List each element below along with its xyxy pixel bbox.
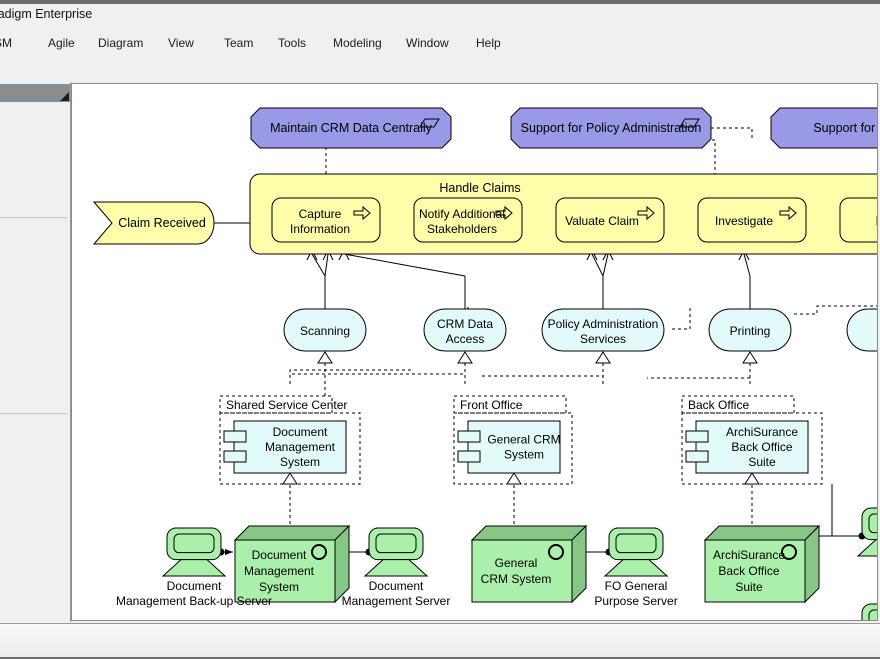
component-label: System (504, 448, 544, 462)
serving-connector (587, 250, 603, 309)
menu-item-agile[interactable]: Agile (48, 36, 75, 50)
serving-connector (603, 250, 613, 309)
node-label: ArchiSurance (713, 548, 785, 562)
business-process-2[interactable]: Valuate Claim (556, 198, 664, 242)
requirement-2[interactable]: Support for Financial (771, 108, 878, 148)
menu-item-team[interactable]: Team (224, 36, 253, 50)
process-container-label: Handle Claims (439, 181, 520, 195)
requirement-label: Support for Policy Administration (521, 121, 702, 135)
service-label: Printing (730, 324, 771, 338)
menu-item-sm[interactable]: SM (0, 36, 12, 50)
status-bar (0, 623, 880, 659)
grouping-label: Back Office (688, 398, 749, 412)
app-title: l Paradigm Enterprise (0, 7, 272, 27)
node-label: Document (252, 548, 307, 562)
process-label: Investigate (715, 214, 773, 228)
node-label: Back Office (718, 564, 779, 578)
menu-item-help[interactable]: Help (476, 36, 501, 50)
left-dock-panel (0, 82, 71, 622)
component-label: ArchiSurance (726, 425, 798, 439)
business-process-3[interactable]: Investigate (698, 198, 806, 242)
process-label: Capture (299, 207, 342, 221)
realization-connector (458, 352, 472, 384)
component-label: Back Office (731, 440, 792, 454)
node-label: Management (244, 564, 315, 578)
device-label: Management Back-up Server (116, 594, 272, 608)
grouping-label: Shared Service Center (226, 398, 347, 412)
dock-separator (0, 413, 67, 414)
device-label: Purpose Server (594, 594, 677, 608)
component-label: Suite (748, 455, 776, 469)
application-service-3[interactable]: Printing (709, 309, 791, 351)
device-label: Management Server (342, 594, 451, 608)
component-label: System (280, 455, 320, 469)
service-label: Services (580, 332, 626, 346)
business-event[interactable]: Claim Received (94, 202, 214, 244)
node-label: Suite (735, 580, 763, 594)
process-label: Notify Additional (419, 207, 505, 221)
component-label: Management (265, 440, 336, 454)
window-titlebar (0, 0, 880, 4)
process-label: Pay (876, 214, 878, 228)
technology-device-4[interactable]: ArchiSuranSer (858, 604, 878, 621)
node-label: General (495, 556, 538, 570)
process-label: Valuate Claim (565, 214, 639, 228)
requirement-label: Maintain CRM Data Centrally (270, 121, 433, 135)
component-label: Document (273, 425, 328, 439)
device-label: FO General (605, 579, 668, 593)
realization-connector (596, 352, 610, 384)
menu-item-diagram[interactable]: Diagram (98, 36, 143, 50)
realization-connector (743, 352, 757, 384)
menu-item-modeling[interactable]: Modeling (333, 36, 382, 50)
menu-item-tools[interactable]: Tools (278, 36, 306, 50)
service-label: Policy Administration (548, 317, 659, 331)
serving-connector (339, 250, 465, 309)
device-label: Document (167, 579, 222, 593)
component-label: General CRM (487, 433, 560, 447)
application-service-0[interactable]: Scanning (284, 309, 366, 351)
requirement-label: Support for Financial (813, 121, 878, 135)
requirement-1[interactable]: Support for Policy Administration (511, 108, 711, 148)
service-label: Scanning (300, 324, 350, 338)
diagram-canvas[interactable]: Maintain CRM Data Centrally Support for P… (71, 83, 878, 621)
device-label: Document (369, 579, 424, 593)
dock-panel-header[interactable] (0, 84, 70, 102)
menu-bar: SM Agile Diagram View Team Tools Modeling Windo… (0, 30, 880, 59)
node-label: System (259, 580, 299, 594)
serving-connector (307, 250, 325, 309)
technology-device-3[interactable]: AUSe (858, 508, 878, 588)
process-label: Information (290, 222, 350, 236)
toolbar (0, 58, 880, 82)
service-label: Access (446, 332, 485, 346)
serving-connector (739, 250, 750, 309)
application-service-4[interactable]: FiS (847, 309, 878, 351)
requirement-0[interactable]: Maintain CRM Data Centrally (251, 108, 451, 148)
grouping-label: Front Office (460, 398, 523, 412)
menu-item-view[interactable]: View (168, 36, 194, 50)
business-process-4[interactable]: Pay (840, 198, 878, 242)
process-label: Stakeholders (427, 222, 497, 236)
node-label: CRM System (481, 572, 552, 586)
dock-separator (0, 217, 67, 218)
menu-item-window[interactable]: Window (406, 36, 449, 50)
business-event-label: Claim Received (118, 216, 206, 230)
service-label: CRM Data (437, 317, 493, 331)
